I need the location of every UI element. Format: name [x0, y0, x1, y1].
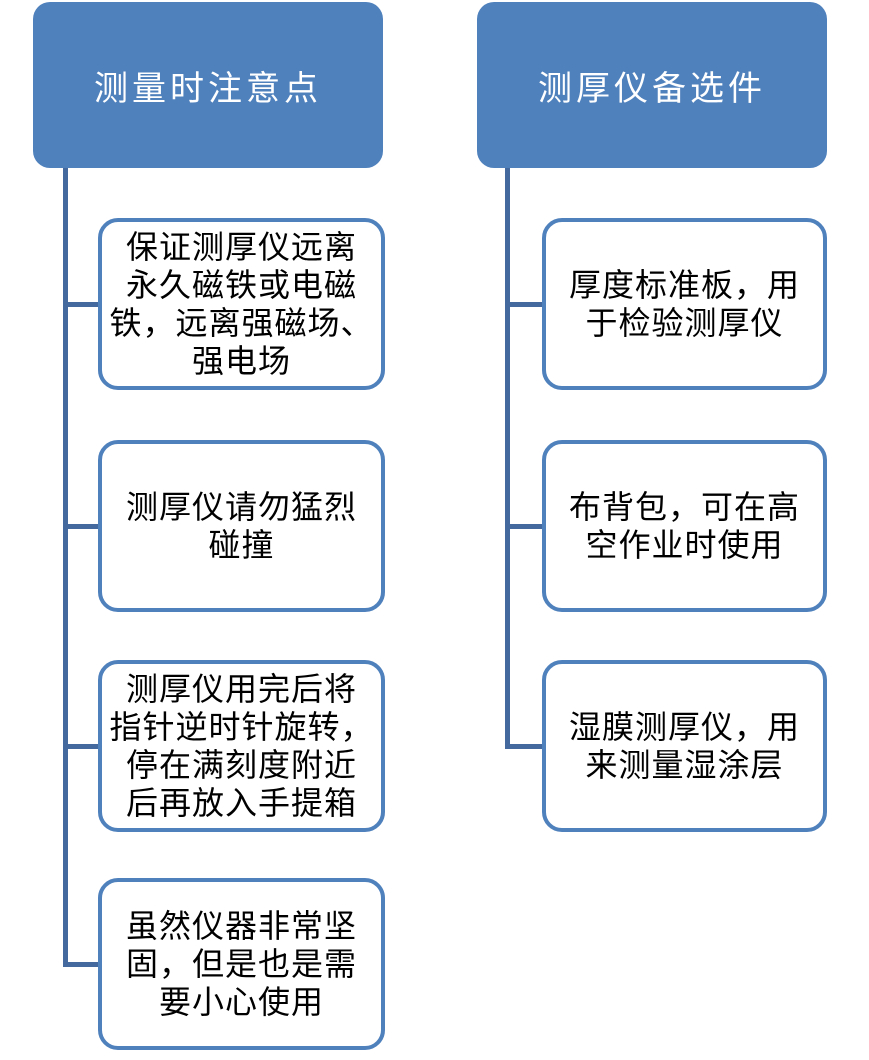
connector-branch-left-3: [63, 744, 102, 749]
accessory-item-wet-film-gauge: 湿膜测厚仪，用 来测量湿涂层: [542, 660, 827, 832]
accessory-item-thickness-standard-plate: 厚度标准板，用 于检验测厚仪: [542, 218, 827, 390]
connector-branch-right-1: [505, 302, 546, 307]
connector-branch-left-2: [63, 524, 102, 529]
header-optional-accessories: 测厚仪备选件: [477, 2, 827, 168]
connector-branch-right-2: [505, 524, 546, 529]
header-measurement-notes: 测量时注意点: [33, 2, 383, 168]
connector-branch-right-3: [505, 744, 546, 749]
connector-branch-left-4: [63, 962, 102, 967]
note-item-no-violent-impact: 测厚仪请勿猛烈 碰撞: [98, 440, 385, 612]
note-item-rotate-pointer-storage: 测厚仪用完后将 指针逆时针旋转， 停在满刻度附近 后再放入手提箱: [98, 660, 385, 832]
connector-trunk-right: [505, 168, 510, 749]
note-item-use-with-care: 虽然仪器非常坚 固，但是也是需 要小心使用: [98, 878, 385, 1050]
connector-trunk-left: [63, 168, 68, 967]
connector-branch-left-1: [63, 302, 102, 307]
note-item-keep-away-magnets: 保证测厚仪远离 永久磁铁或电磁 铁，远离强磁场、 强电场: [98, 218, 385, 390]
accessory-item-cloth-backpack: 布背包，可在高 空作业时使用: [542, 440, 827, 612]
